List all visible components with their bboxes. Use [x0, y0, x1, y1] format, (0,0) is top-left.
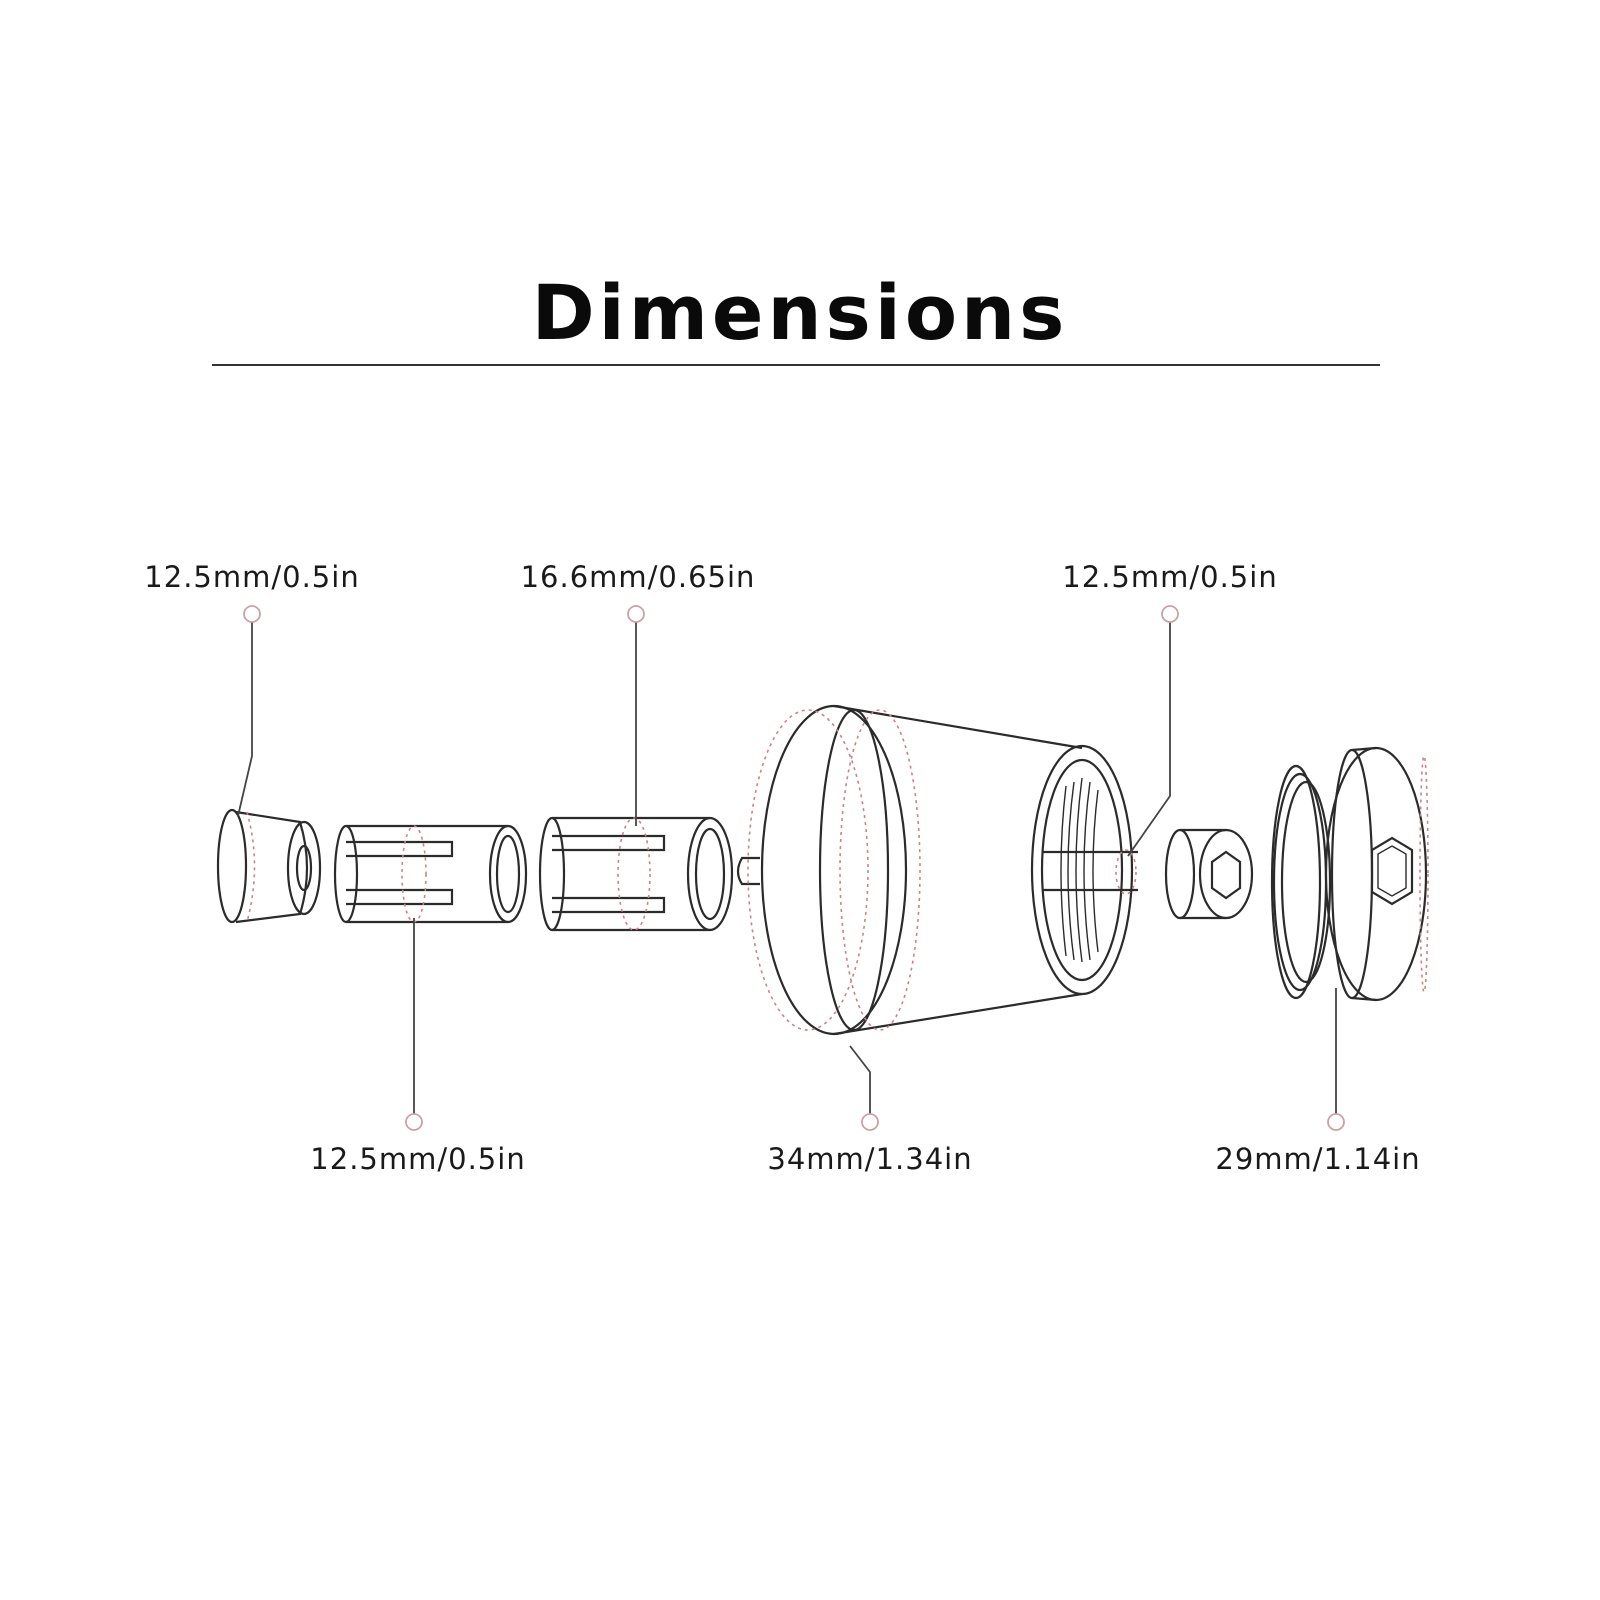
dimension-markers [243, 605, 1345, 1131]
dimension-label-short-sleeve: 12.5mm/0.5in [310, 1142, 526, 1176]
marker-end-cap [1327, 1113, 1345, 1131]
end-cap-part [1270, 746, 1429, 1002]
cone-body-part [736, 704, 1138, 1036]
hex-bolt-part [1115, 828, 1254, 920]
leader-lines [237, 622, 1337, 1114]
marker-hex-bolt [1161, 605, 1179, 623]
title-underline [212, 364, 1380, 366]
marker-cone-body [861, 1113, 879, 1131]
dimension-label-long-sleeve: 16.6mm/0.65in [520, 560, 756, 594]
short-slotted-sleeve-part [333, 824, 528, 924]
tip-cap-part [216, 808, 322, 924]
long-slotted-sleeve-part [538, 816, 734, 932]
leader-hex-bolt [1127, 622, 1171, 857]
diagram-title: Dimensions [531, 268, 1069, 357]
dimension-label-end-cap: 29mm/1.14in [1215, 1142, 1421, 1176]
leader-tip-cap [237, 622, 253, 817]
dimension-label-hex-bolt: 12.5mm/0.5in [1062, 560, 1278, 594]
marker-short-sleeve [405, 1113, 423, 1131]
marker-tip-cap [243, 605, 261, 623]
dimension-label-tip-cap: 12.5mm/0.5in [144, 560, 360, 594]
marker-long-sleeve [627, 605, 645, 623]
dimension-label-cone-body: 34mm/1.34in [767, 1142, 973, 1176]
leader-cone-body [849, 1045, 871, 1114]
